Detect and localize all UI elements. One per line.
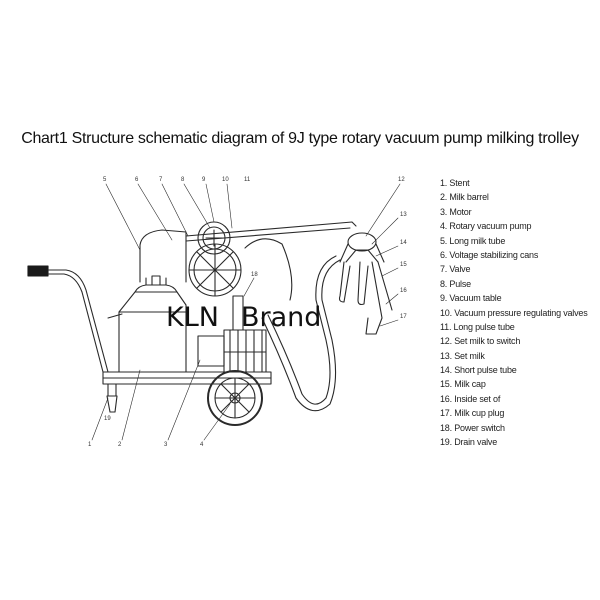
stent-frame xyxy=(102,371,272,413)
legend-item: 9. Vacuum table xyxy=(440,293,502,304)
legend-item: 15. Milk cap xyxy=(440,379,486,390)
callout-18: 18 xyxy=(251,272,258,278)
parts-legend: 1. Stent 2. Milk barrel 3. Motor 4. Rota… xyxy=(440,176,588,449)
legend-item: 6. Voltage stabilizing cans xyxy=(440,249,539,260)
legend-item: 14. Short pulse tube xyxy=(440,365,517,376)
legend-item: 19. Drain valve xyxy=(440,437,498,448)
legend-item: 16. Inside set of xyxy=(440,393,501,404)
callout-6: 6 xyxy=(135,177,139,183)
legend-item: 13. Set milk xyxy=(440,350,485,361)
milk-barrel xyxy=(107,275,187,373)
callout-17: 17 xyxy=(400,314,407,320)
legend-item: 11. Long pulse tube xyxy=(440,321,515,332)
trolley-handle xyxy=(27,265,109,373)
legend-item: 12. Set milk to switch xyxy=(440,336,521,347)
callout-12: 12 xyxy=(398,177,405,183)
legend-item: 7. Valve xyxy=(440,264,471,275)
legend-item: 4. Rotary vacuum pump xyxy=(440,221,532,232)
legend-item: 8. Pulse xyxy=(440,278,471,289)
callout-19: 19 xyxy=(104,416,111,422)
callout-10: 10 xyxy=(222,177,229,183)
legend-item: 2. Milk barrel xyxy=(440,192,489,203)
legend-item: 18. Power switch xyxy=(440,422,505,433)
watermark-word-2: Brand xyxy=(240,302,322,333)
legend-item: 10. Vacuum pressure regulating valves xyxy=(440,307,588,318)
callout-5: 5 xyxy=(103,177,107,183)
rotary-pump xyxy=(188,243,242,297)
milk-claw xyxy=(338,232,393,335)
legend-item: 5. Long milk tube xyxy=(440,235,506,246)
callout-4: 4 xyxy=(200,442,204,448)
callout-14: 14 xyxy=(400,240,407,246)
callout-3: 3 xyxy=(164,442,168,448)
long-tubes xyxy=(244,238,341,412)
callout-2: 2 xyxy=(118,442,122,448)
leader-lines xyxy=(91,183,401,441)
trolley-wheel xyxy=(207,370,263,426)
callout-8: 8 xyxy=(181,177,185,183)
callout-7: 7 xyxy=(159,177,163,183)
brand-watermark: KLN Brand xyxy=(166,302,321,333)
vacuum-pipe xyxy=(139,221,357,283)
diagram-title: Chart1 Structure schematic diagram of 9J… xyxy=(21,130,579,147)
callout-9: 9 xyxy=(202,177,206,183)
callout-1: 1 xyxy=(88,442,92,448)
callout-16: 16 xyxy=(400,288,407,294)
callout-11: 11 xyxy=(244,177,251,183)
callout-13: 13 xyxy=(400,212,407,218)
legend-item: 17. Milk cup plug xyxy=(440,408,505,419)
legend-item: 1. Stent xyxy=(440,178,470,188)
watermark-word-1: KLN xyxy=(166,302,219,333)
callout-15: 15 xyxy=(400,262,407,268)
legend-item: 3. Motor xyxy=(440,206,472,217)
